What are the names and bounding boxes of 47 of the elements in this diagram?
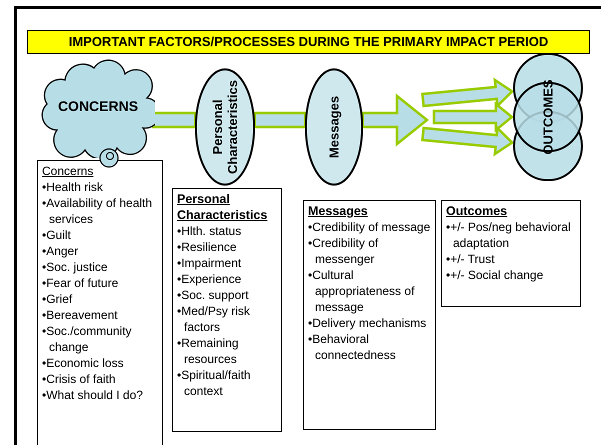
list-item: •+/- Pos/neg behavioral adaptation	[446, 219, 572, 251]
list-item: •Soc. justice	[42, 259, 109, 275]
list-item: •Impairment	[177, 255, 242, 271]
list-item: •Remaining resources	[177, 335, 240, 367]
list-item: •Resilience	[177, 239, 238, 255]
list-box	[172, 188, 282, 432]
list-item: •Economic loss	[42, 355, 125, 371]
list-item: •+/- Trust	[446, 251, 496, 267]
list-item: •Availability of health services	[42, 195, 154, 227]
list-item: •Health risk	[42, 179, 104, 195]
list-item: •Crisis of faith	[42, 371, 117, 387]
cloud-label: CONCERNS	[56, 98, 140, 114]
list-item: •What should I do?	[42, 387, 144, 403]
list-box	[441, 200, 581, 307]
list-box	[303, 200, 436, 430]
block-arrow	[421, 125, 514, 156]
list-item: •Spiritual/faith context	[177, 367, 252, 399]
box-heading: Personal Characteristics	[177, 191, 268, 223]
block-arrow	[362, 93, 429, 147]
list-item: •Med/Psy risk factors	[177, 303, 251, 335]
list-item: •+/- Social change	[446, 267, 544, 283]
block-arrow	[432, 101, 514, 133]
box-heading: Outcomes	[446, 203, 508, 219]
list-item: •Delivery mechanisms	[308, 315, 428, 331]
vertical-label: Messages	[326, 94, 342, 160]
block-arrow	[152, 112, 196, 128]
list-item: •Guilt	[42, 227, 72, 243]
title-banner: IMPORTANT FACTORS/PROCESSES DURING THE PRIMARY IMPACT PERIOD	[27, 30, 590, 54]
list-item: •Soc./community change	[42, 323, 133, 355]
list-item: •Credibility of messenger	[308, 235, 380, 267]
list-item: •Bereavement	[42, 307, 119, 323]
list-item: •Experience	[177, 271, 242, 287]
list-item: •Credibility of message	[308, 219, 431, 235]
block-arrow	[254, 112, 306, 128]
block-arrow	[421, 78, 514, 109]
box-heading: Concerns	[42, 163, 94, 179]
list-item: •Soc. support	[177, 287, 250, 303]
vertical-label: Personal Characteristics	[210, 79, 240, 176]
list-item: •Anger	[42, 243, 80, 259]
list-item: •Grief	[42, 291, 74, 307]
list-item: •Fear of future	[42, 275, 120, 291]
list-item: •Cultural appropriateness of message	[308, 267, 416, 315]
box-heading: Messages	[308, 203, 369, 219]
list-box	[37, 160, 163, 445]
vertical-label: OUTCOMES	[540, 78, 556, 157]
list-item: •Hlth. status	[177, 223, 242, 239]
list-item: •Behavioral connectedness	[308, 331, 397, 363]
